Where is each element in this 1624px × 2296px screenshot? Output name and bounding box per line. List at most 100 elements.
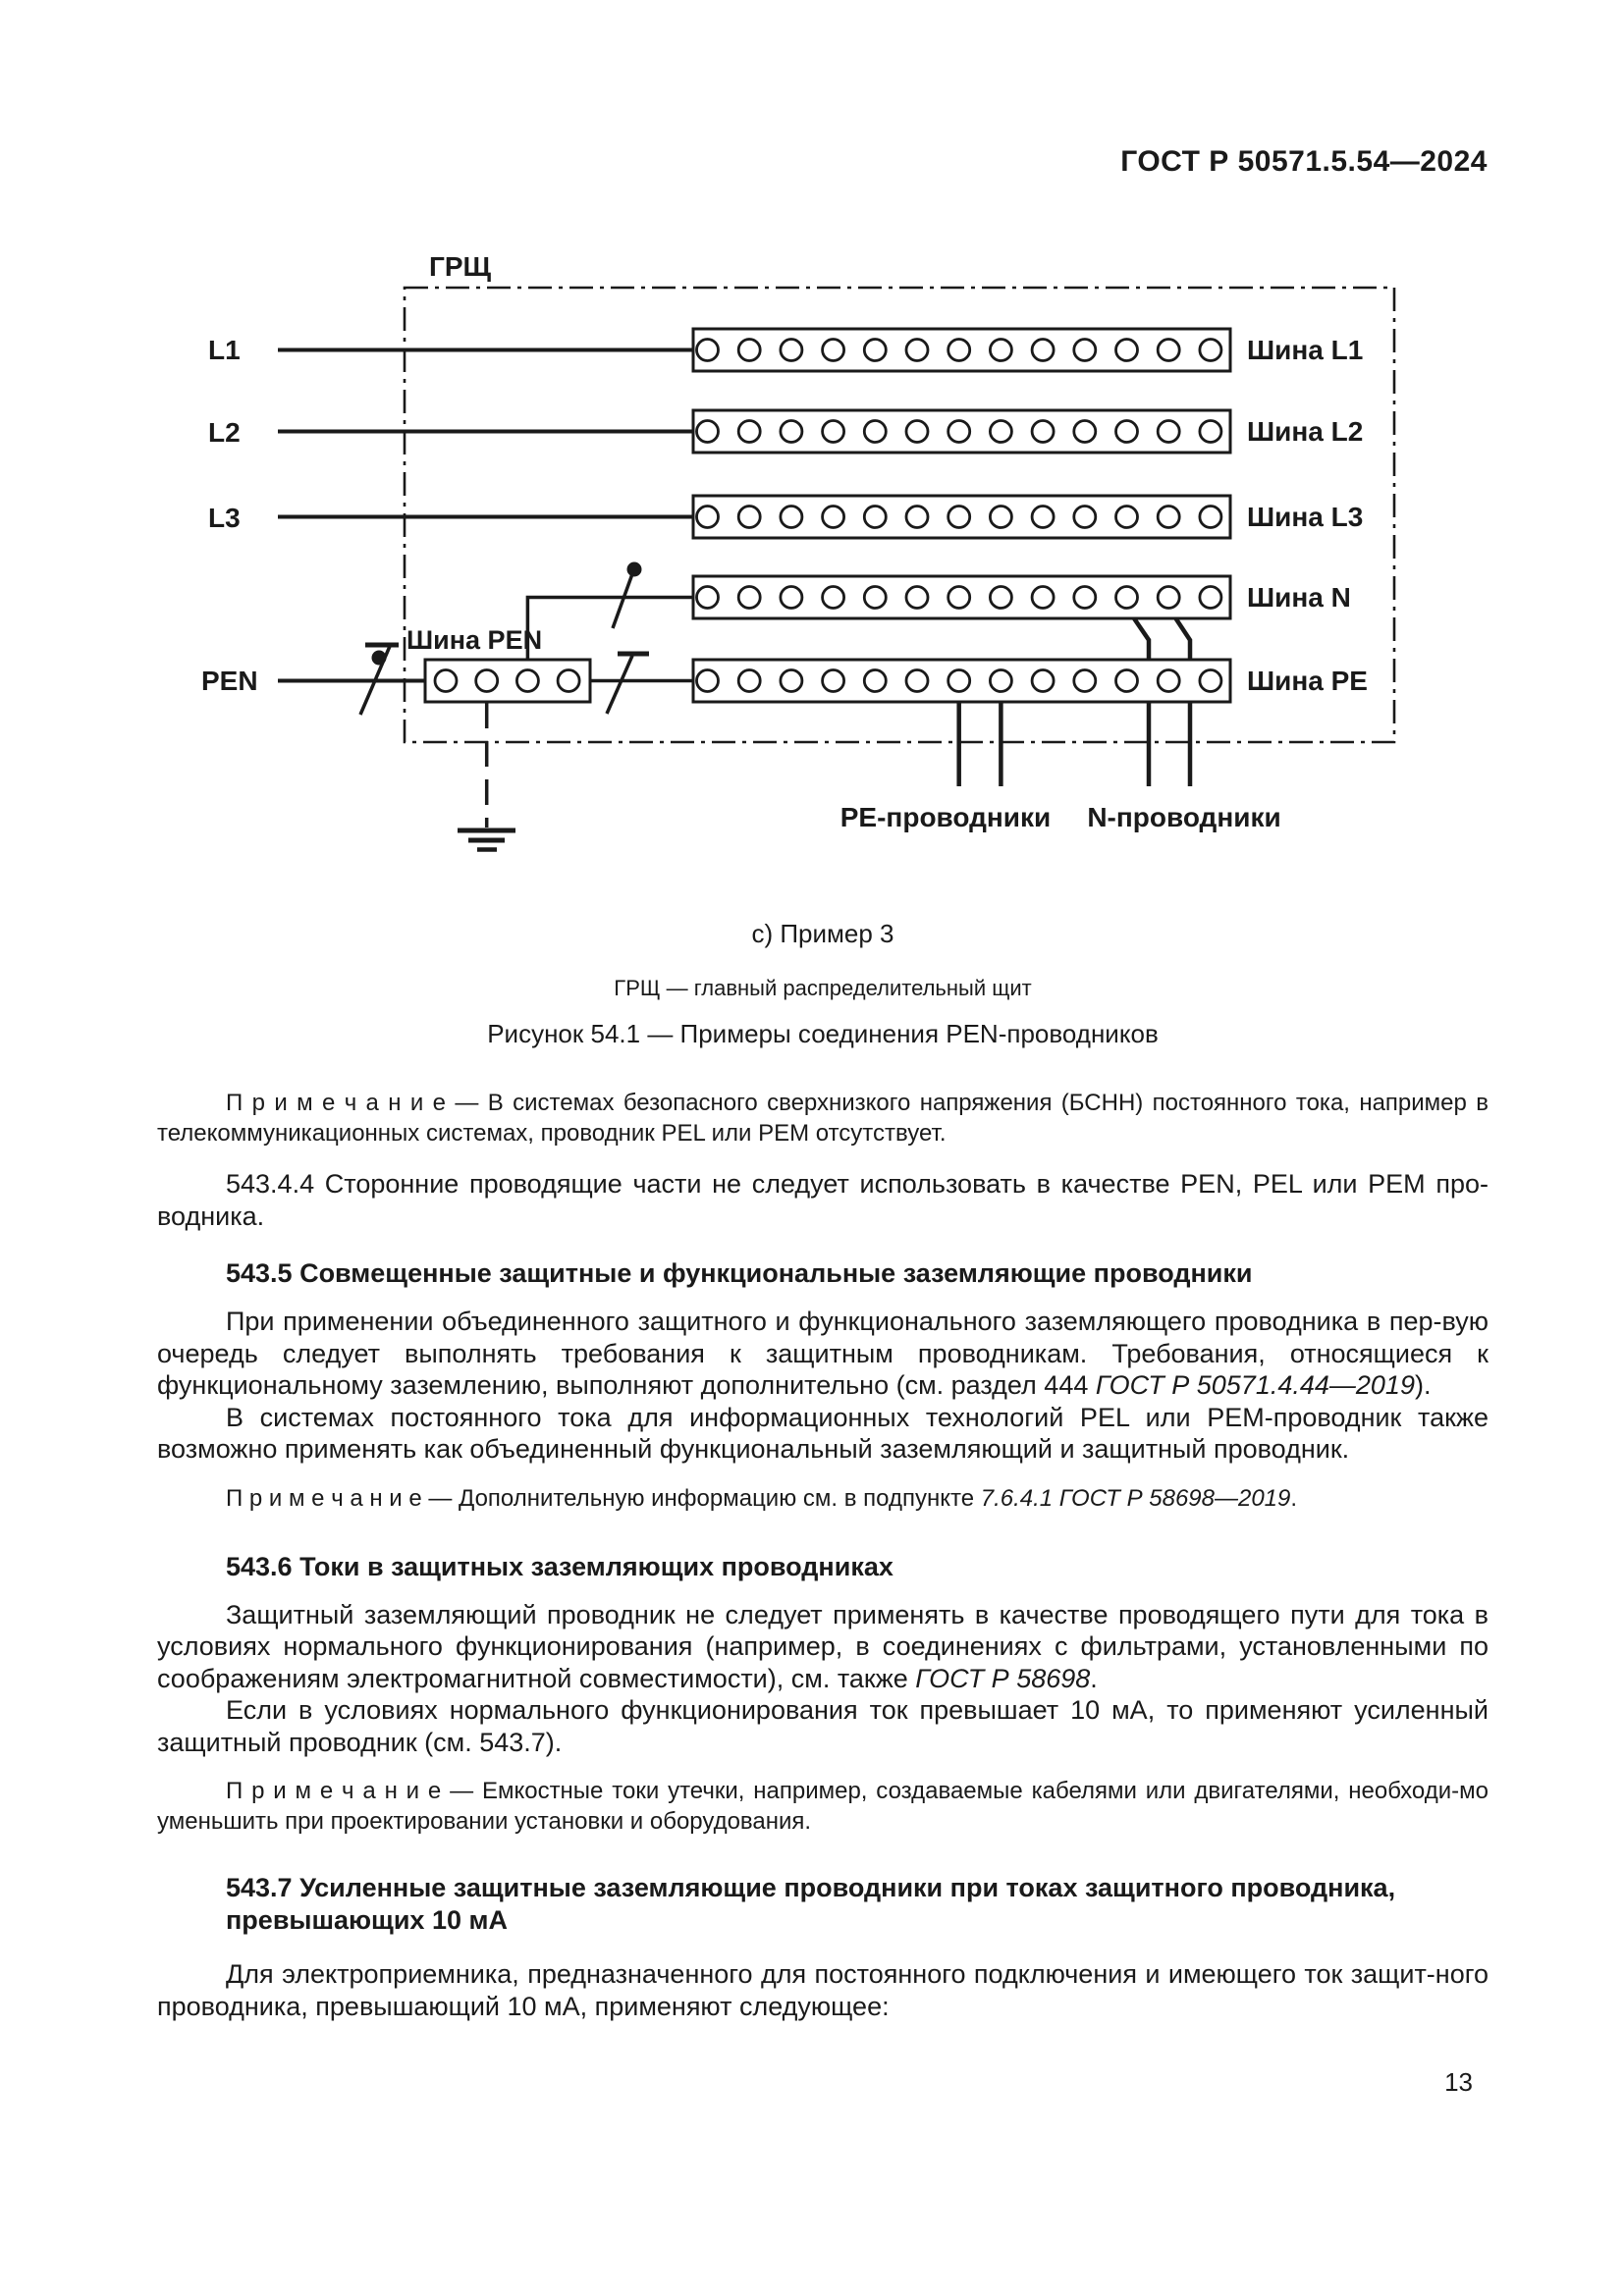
terminal-hole — [989, 505, 1013, 529]
section-heading: 543.7 Усиленные защитные заземляющие про… — [226, 1873, 1396, 1935]
grsh-label: ГРЩ — [429, 251, 492, 282]
terminal-hole — [695, 338, 720, 362]
pe-conductors-label: PE-проводники — [840, 802, 1052, 832]
terminal-hole — [1198, 505, 1223, 529]
terminal-hole — [1198, 419, 1223, 444]
terminal-hole — [1198, 585, 1223, 610]
terminal-hole — [1156, 668, 1181, 693]
terminal-hole — [1156, 419, 1181, 444]
terminal-hole — [736, 585, 762, 610]
bus-label-l3: Шина L3 — [1247, 502, 1363, 532]
terminal-hole — [1072, 419, 1098, 444]
terminal-hole — [1156, 505, 1181, 529]
terminal-hole — [779, 585, 804, 610]
bus-bar-шина-n — [691, 574, 1232, 620]
terminal-hole — [1030, 668, 1056, 693]
terminal-hole — [904, 505, 930, 529]
terminal-hole — [904, 338, 930, 362]
terminal-hole — [1114, 585, 1139, 610]
terminal-hole — [695, 585, 720, 610]
terminal-hole — [947, 668, 972, 693]
body-paragraph: 543.4.4 Сторонние проводящие части не сл… — [157, 1169, 1489, 1231]
bus-label-n: Шина N — [1247, 582, 1351, 613]
terminal-hole — [904, 585, 930, 610]
figure-example-caption: с) Пример 3 — [751, 919, 894, 948]
terminal-hole — [1198, 668, 1223, 693]
disconnect-symbol-pen-feeder — [358, 642, 399, 716]
feeder-label-l2: L2 — [208, 417, 241, 448]
figure-54-1-diagram: ГРЩ L1 L2 L3 PEN Шина PEN Шина L1 Шина L… — [201, 251, 1396, 852]
terminal-hole — [989, 668, 1013, 693]
terminal-hole — [779, 505, 804, 529]
terminal-hole — [1072, 585, 1098, 610]
terminal-hole — [1072, 668, 1098, 693]
earth-ground-symbol — [458, 828, 515, 852]
pen-bus-bar — [423, 658, 592, 704]
body-paragraph: В системах постоянного тока для информац… — [157, 1402, 1489, 1465]
terminal-hole — [947, 585, 972, 610]
note-paragraph: П р и м е ч а н и е — В системах безопас… — [157, 1090, 1489, 1147]
body-paragraph: Защитный заземляющий проводник не следуе… — [157, 1599, 1489, 1693]
terminal-hole — [736, 419, 762, 444]
note-paragraph: П р и м е ч а н и е — Емкостные токи уте… — [157, 1778, 1489, 1835]
terminal-hole — [947, 505, 972, 529]
terminal-hole — [862, 585, 888, 610]
terminal-hole — [1030, 338, 1056, 362]
terminal-hole — [862, 668, 888, 693]
terminal-hole — [862, 338, 888, 362]
feeder-label-l1: L1 — [208, 335, 241, 365]
terminal-hole — [989, 338, 1013, 362]
bus-bar-шина-pe — [691, 658, 1232, 704]
terminal-hole — [947, 338, 972, 362]
n-conductors-label: N-проводники — [1087, 802, 1280, 832]
body-text: П р и м е ч а н и е — В системах безопас… — [157, 1088, 1489, 2022]
terminal-hole — [556, 668, 581, 693]
terminal-hole — [1114, 419, 1139, 444]
terminal-hole — [779, 338, 804, 362]
terminal-hole — [1072, 505, 1098, 529]
bus-label-pe: Шина PE — [1247, 666, 1368, 696]
terminal-hole — [1114, 668, 1139, 693]
terminal-hole — [695, 419, 720, 444]
terminal-hole — [779, 419, 804, 444]
terminal-hole — [821, 585, 845, 610]
note-paragraph: П р и м е ч а н и е — Дополнительную инф… — [226, 1484, 1298, 1512]
figure-legend: ГРЩ — главный распределительный щит — [614, 976, 1032, 1000]
section-heading: 543.5 Совмещенные защитные и функциональ… — [226, 1258, 1253, 1288]
terminal-hole — [862, 505, 888, 529]
section-heading: 543.6 Токи в защитных заземляющих провод… — [226, 1551, 893, 1581]
terminal-hole — [695, 668, 720, 693]
terminal-hole — [989, 585, 1013, 610]
document-title: ГОСТ Р 50571.5.54—2024 — [1120, 145, 1488, 178]
pen-to-n-link — [525, 595, 699, 660]
terminal-hole — [433, 668, 459, 693]
terminal-hole — [1114, 338, 1139, 362]
terminal-hole — [1198, 338, 1223, 362]
terminal-hole — [1156, 585, 1181, 610]
terminal-hole — [736, 505, 762, 529]
body-paragraph: Для электроприемника, предназначенного д… — [157, 1959, 1489, 2021]
bus-bar-шина-l3 — [691, 494, 1232, 540]
page-number: 13 — [1444, 2067, 1473, 2097]
body-paragraph: Если в условиях нормального функциониров… — [157, 1695, 1489, 1757]
bus-label-l1: Шина L1 — [1247, 335, 1363, 365]
terminal-hole — [695, 505, 720, 529]
terminal-hole — [1030, 419, 1056, 444]
terminal-hole — [904, 419, 930, 444]
bus-bar-шина-l2 — [691, 408, 1232, 454]
terminal-hole — [989, 419, 1013, 444]
terminal-hole — [1156, 338, 1181, 362]
feeder-label-pen: PEN — [201, 666, 258, 696]
terminal-hole — [474, 668, 500, 693]
terminal-hole — [736, 668, 762, 693]
pen-bus-label: Шина PEN — [406, 625, 542, 655]
disconnect-symbol-n-link — [611, 561, 642, 629]
terminal-hole — [779, 668, 804, 693]
terminal-hole — [821, 505, 845, 529]
terminal-hole — [1114, 505, 1139, 529]
terminal-hole — [736, 338, 762, 362]
terminal-hole — [947, 419, 972, 444]
terminal-hole — [515, 668, 540, 693]
terminal-hole — [904, 668, 930, 693]
